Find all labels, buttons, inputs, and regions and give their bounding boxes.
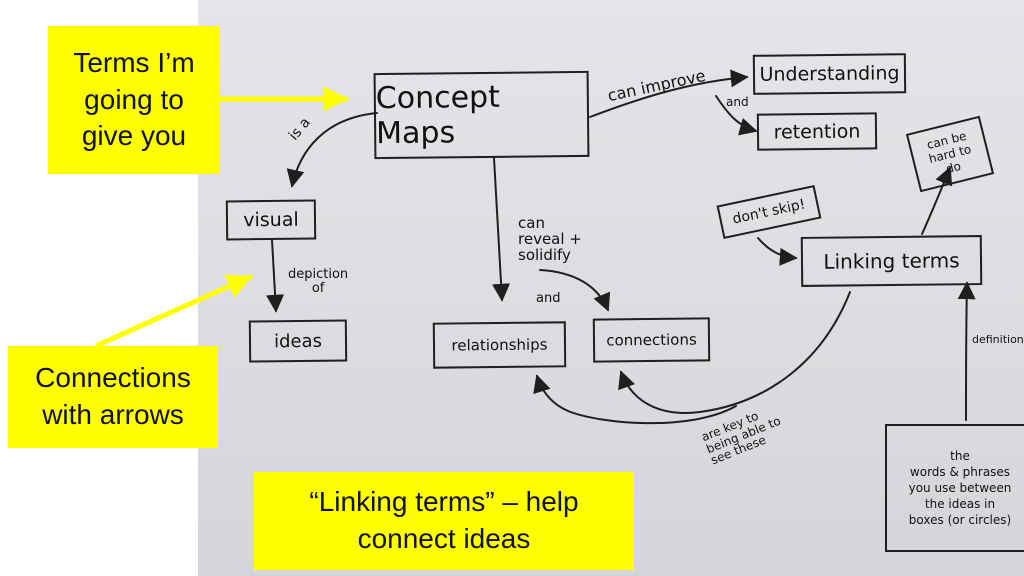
node-retention-label: retention xyxy=(773,120,861,143)
arrow-linking-to-hard xyxy=(921,166,953,235)
arrow-concept-to-understanding xyxy=(589,69,749,118)
link-and-connections: and xyxy=(536,291,561,306)
node-linking-terms: Linking terms xyxy=(800,235,983,287)
node-hard-to-do-label: can be hard to do xyxy=(925,128,973,177)
node-visual-label: visual xyxy=(243,208,299,232)
link-depiction-of: depiction of xyxy=(288,267,349,296)
callout-terms: Terms I’m going to give you xyxy=(48,26,220,174)
node-connections: connections xyxy=(592,317,711,363)
arrow-visual-to-ideas xyxy=(266,239,285,313)
node-connections-label: connections xyxy=(606,330,697,350)
node-retention: retention xyxy=(756,112,878,151)
node-concept-maps-label: Concept Maps xyxy=(375,79,501,152)
arrow-words-to-linking xyxy=(957,281,976,421)
node-ideas-label: ideas xyxy=(273,330,323,352)
node-dont-skip-label: don't skip! xyxy=(731,196,807,228)
node-relationships: relationships xyxy=(432,321,567,369)
callout-arrow-connections xyxy=(95,274,253,348)
node-relationships-label: relationships xyxy=(451,335,548,355)
node-linking-terms-label: Linking terms xyxy=(823,248,960,274)
arrow-concept-to-relationships xyxy=(492,157,511,302)
arrow-concept-to-visual xyxy=(286,112,378,188)
node-concept-maps: Concept Maps xyxy=(373,70,590,160)
node-words-phrases-label: the words & phrases you use between the … xyxy=(908,448,1012,528)
node-ideas: ideas xyxy=(248,319,348,363)
callout-linking-terms: “Linking terms” – help connect ideas xyxy=(254,472,634,570)
arrow-skip-to-linking xyxy=(757,237,798,266)
arrow-linking-to-connections xyxy=(618,291,851,414)
arrow-concept-to-connections xyxy=(539,269,611,312)
node-understanding-label: Understanding xyxy=(759,62,900,86)
node-understanding: Understanding xyxy=(752,53,907,95)
link-definition: definition xyxy=(972,333,1024,346)
link-can-reveal: can reveal + solidify xyxy=(518,214,582,264)
callout-connections: Connections with arrows xyxy=(8,346,218,448)
callout-linking-terms-text: “Linking terms” – help connect ideas xyxy=(309,486,579,554)
arrow-to-retention xyxy=(715,95,758,136)
node-visual: visual xyxy=(225,199,317,241)
node-words-phrases: the words & phrases you use between the … xyxy=(885,424,1024,552)
link-and-retention: and xyxy=(726,95,749,109)
callout-connections-text: Connections with arrows xyxy=(35,362,191,430)
arrow-linking-to-relationships xyxy=(533,374,737,425)
callout-terms-text: Terms I’m going to give you xyxy=(73,46,195,152)
